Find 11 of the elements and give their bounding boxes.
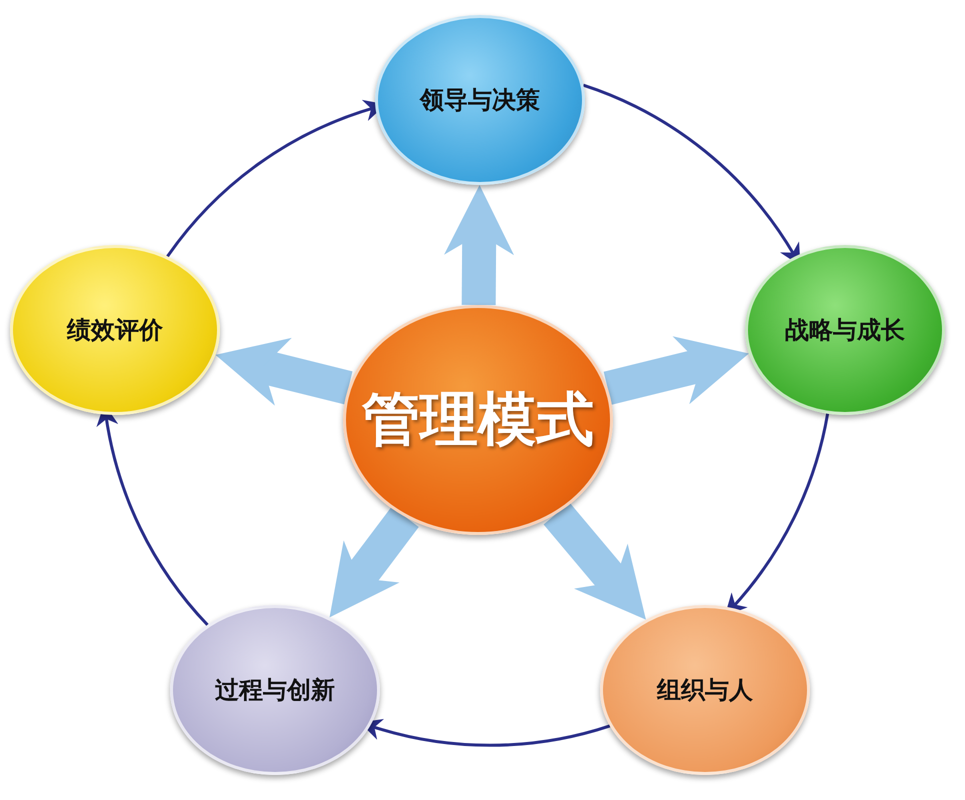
wide-arrow [215, 338, 352, 406]
center-title: 管理模式 [362, 384, 594, 455]
wide-arrow [330, 506, 419, 618]
wide-arrow [544, 502, 646, 620]
node-label: 战略与成长 [785, 315, 905, 346]
node-label: 绩效评价 [67, 315, 163, 346]
node-label: 组织与人 [657, 675, 753, 706]
node-label: 过程与创新 [215, 675, 335, 706]
wide-arrow [604, 336, 749, 405]
node-label: 领导与决策 [420, 85, 540, 116]
wide-arrow [444, 185, 514, 306]
